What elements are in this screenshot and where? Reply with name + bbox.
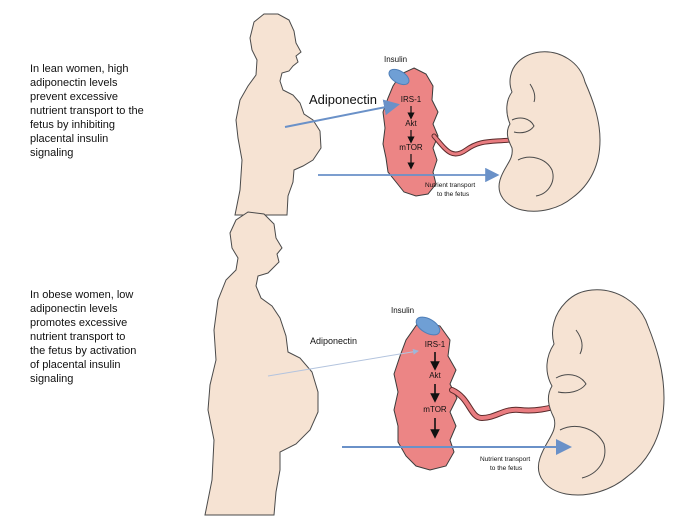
obese-description-line: signaling bbox=[30, 373, 73, 385]
obese-nutrient-label: Nutrient transport to the fetus bbox=[480, 456, 532, 472]
lean-description: In lean women, high adiponectin levels p… bbox=[30, 63, 147, 159]
obese-mother-silhouette bbox=[204, 211, 319, 516]
lean-mother-silhouette bbox=[234, 13, 322, 216]
lean-description-line: fetus by inhibiting bbox=[30, 119, 115, 131]
obese-description-line: adiponectin levels bbox=[30, 303, 118, 315]
obese-description-line: nutrient transport to bbox=[30, 331, 125, 343]
lean-nutrient-label-line: to the fetus bbox=[437, 191, 470, 198]
obese-pathway-mtor: mTOR bbox=[423, 405, 447, 414]
lean-description-line: placental insulin bbox=[30, 133, 108, 145]
obese-description: In obese women, low adiponectin levels p… bbox=[30, 289, 139, 385]
obese-insulin-label: Insulin bbox=[391, 306, 414, 315]
obese-adiponectin-arrow bbox=[267, 348, 419, 377]
lean-pathway-akt: Akt bbox=[405, 119, 417, 128]
lean-insulin-receptor bbox=[388, 68, 410, 86]
obese-placenta bbox=[393, 319, 458, 471]
lean-umbilical-cord-fill bbox=[432, 134, 512, 156]
obese-description-line: In obese women, low bbox=[30, 289, 133, 301]
lean-description-line: adiponectin levels bbox=[30, 77, 118, 89]
lean-pathway-irs1: IRS-1 bbox=[401, 95, 422, 104]
obese-pathway-irs1: IRS-1 bbox=[425, 340, 446, 349]
obese-panel: In obese women, low adiponectin levels p… bbox=[30, 211, 665, 516]
obese-insulin-receptor bbox=[415, 316, 441, 336]
obese-pathway-akt: Akt bbox=[429, 371, 441, 380]
lean-panel: In lean women, high adiponectin levels p… bbox=[30, 13, 601, 216]
obese-umbilical-cord-fill bbox=[450, 388, 568, 421]
obese-adiponectin-label: Adiponectin bbox=[310, 336, 357, 346]
obese-description-line: the fetus by activation bbox=[30, 345, 136, 357]
lean-adiponectin-label: Adiponectin bbox=[309, 92, 377, 107]
lean-description-line: signaling bbox=[30, 147, 73, 159]
obese-nutrient-label-line: to the fetus bbox=[490, 465, 523, 472]
lean-description-line: prevent excessive bbox=[30, 91, 118, 103]
obese-nutrient-label-line: Nutrient transport bbox=[480, 456, 530, 463]
lean-description-line: nutrient transport to the bbox=[30, 105, 144, 117]
obese-description-line: of placental insulin bbox=[30, 359, 121, 371]
obese-description-line: promotes excessive bbox=[30, 317, 127, 329]
lean-nutrient-label: Nutrient transport to the fetus bbox=[425, 182, 477, 198]
lean-insulin-label: Insulin bbox=[384, 55, 407, 64]
obese-fetus bbox=[538, 289, 665, 496]
lean-description-line: In lean women, high bbox=[30, 63, 128, 75]
lean-pathway-mtor: mTOR bbox=[399, 143, 423, 152]
lean-fetus bbox=[498, 51, 601, 212]
lean-adiponectin-arrow bbox=[284, 99, 400, 128]
lean-nutrient-label-line: Nutrient transport bbox=[425, 182, 475, 189]
